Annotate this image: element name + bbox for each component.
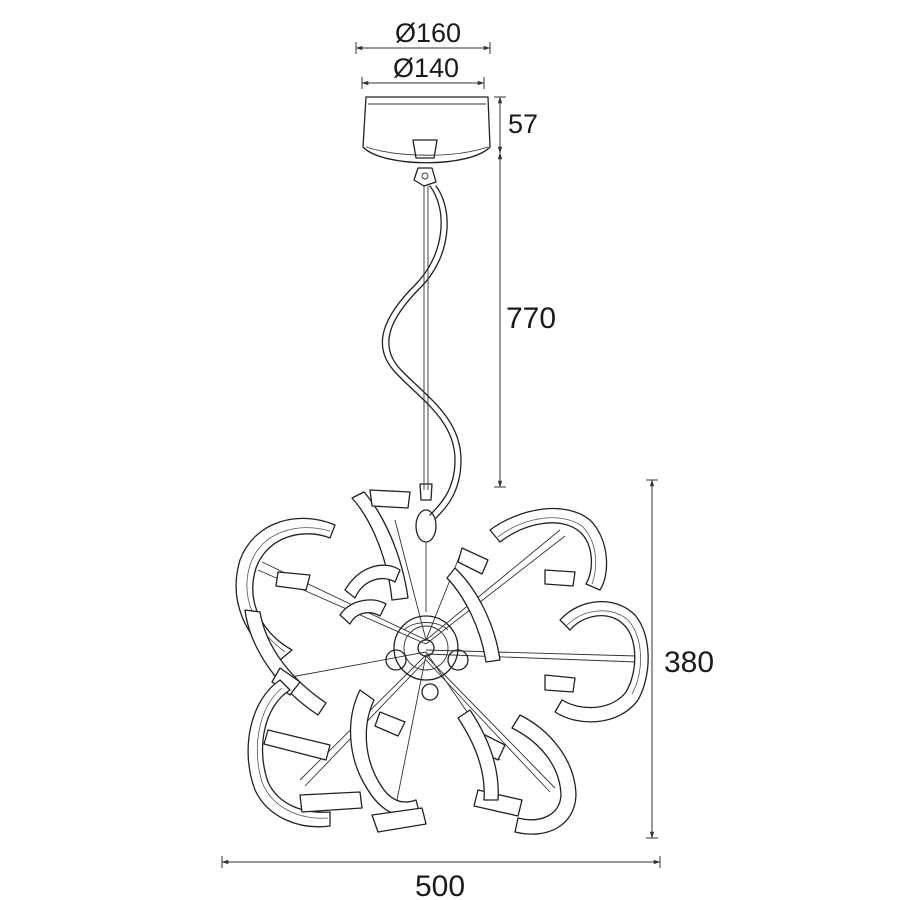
inner-diameter-label: Ø140 <box>393 53 459 83</box>
dimension-body-height: 380 <box>646 479 714 839</box>
body-height-label: 380 <box>664 646 714 679</box>
suspension <box>381 167 462 612</box>
hub-inner-ring <box>403 625 449 671</box>
arm <box>425 535 566 645</box>
power-cable-outline <box>388 185 462 519</box>
dimension-outer-diameter: Ø160 <box>355 18 491 54</box>
hub-socket <box>385 649 407 671</box>
ribbon-lower-right <box>457 709 577 835</box>
arm <box>274 651 427 681</box>
dimension-body-width: 500 <box>221 856 661 900</box>
arm <box>425 529 561 641</box>
ribbon-left-upper <box>235 517 336 716</box>
arm <box>425 653 637 663</box>
radial-arms <box>257 519 637 811</box>
body-width-label: 500 <box>415 870 465 900</box>
hub-cap <box>417 639 435 657</box>
arm <box>394 519 427 641</box>
canopy-fitting <box>412 139 438 159</box>
arm <box>394 654 427 811</box>
clamp-screw <box>421 172 429 180</box>
outer-diameter-label: Ø160 <box>395 18 461 48</box>
arm <box>425 655 556 789</box>
cable-connector <box>415 509 437 543</box>
canopy-base-curve <box>365 146 489 156</box>
ribbon-right <box>544 601 649 723</box>
canopy <box>362 96 491 164</box>
hub-socket <box>447 649 469 671</box>
center-hub <box>385 615 469 701</box>
hub-highlight <box>403 622 449 631</box>
ribbon-top-left <box>339 489 411 625</box>
canopy-height-label: 57 <box>508 109 538 139</box>
ribbon-lower-center <box>349 689 427 833</box>
cable-grip <box>419 483 433 501</box>
luminaire-body <box>235 489 649 835</box>
ribbon-top-right <box>446 507 608 663</box>
dimension-inner-diameter: Ø140 <box>361 53 485 89</box>
ribbon-left-lower <box>247 679 363 828</box>
dimension-suspension-length: 770 <box>494 152 556 488</box>
canopy-body <box>362 96 491 164</box>
suspension-clamp <box>413 167 437 187</box>
hub-socket <box>421 683 439 701</box>
dimension-canopy-height: 57 <box>494 96 538 154</box>
hub-sphere <box>393 615 459 681</box>
power-cable <box>381 185 456 516</box>
suspension-length-label: 770 <box>506 302 556 335</box>
